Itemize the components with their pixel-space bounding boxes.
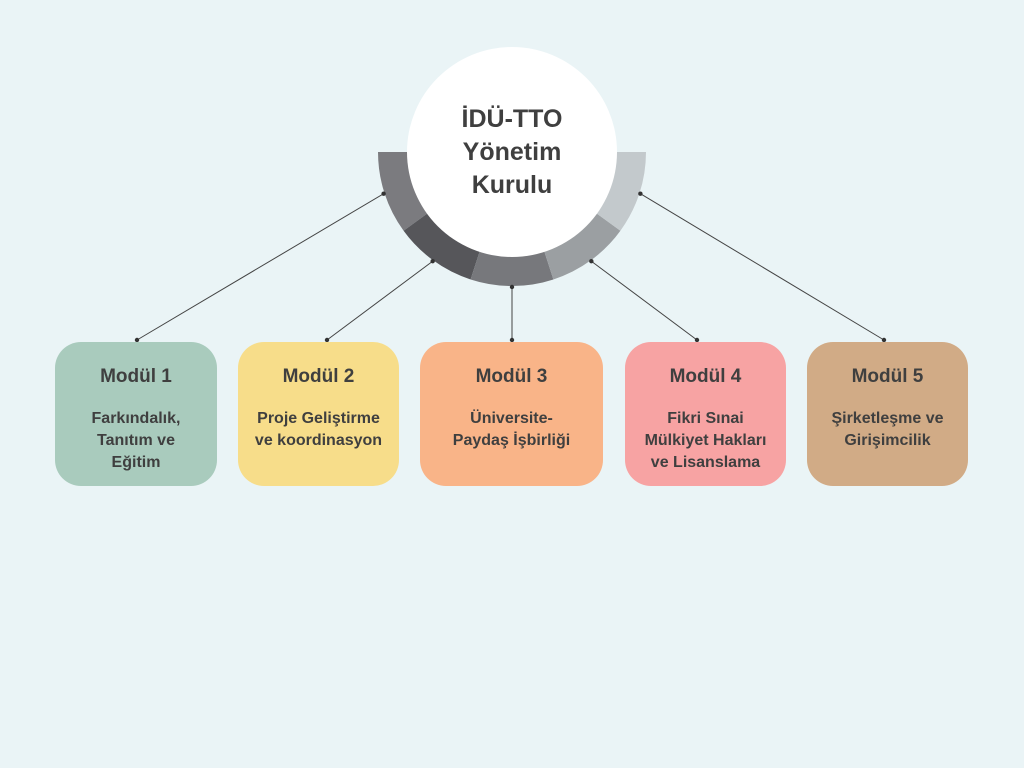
ring-segment-1	[378, 152, 432, 231]
connector-line-2	[326, 260, 433, 341]
ring-segment-2	[403, 210, 482, 280]
ring-segment-3	[470, 247, 554, 286]
module-title: Modül 4	[669, 366, 742, 387]
ring-segment-4	[542, 210, 621, 280]
center-title: İDÜ-TTO Yönetim Kurulu	[461, 104, 563, 199]
connector-dot	[509, 284, 515, 290]
connector-line-4	[591, 260, 698, 341]
module-title: Modül 2	[282, 366, 355, 387]
module-desc: Farkındalık, Tanıtım ve Eğitim	[91, 410, 181, 471]
connector-dot	[881, 337, 887, 343]
center-node: İDÜ-TTO Yönetim Kurulu	[407, 47, 617, 257]
module-1-box: Modül 1 Farkındalık, Tanıtım ve Eğitim	[55, 342, 217, 486]
connector-dot	[509, 337, 515, 343]
connector-dot	[638, 191, 643, 196]
module-desc: Üniversite- Paydaş İşbirliği	[452, 410, 571, 449]
module-title: Modül 1	[100, 366, 172, 387]
connector-line-5	[640, 193, 885, 341]
connector-dot	[134, 337, 140, 343]
ring-segment-5	[592, 152, 646, 231]
connector-line-1	[136, 193, 384, 341]
connector-dot	[324, 337, 330, 343]
module-desc: Fikri Sınai Mülkiyet Hakları ve Lisansla…	[644, 410, 767, 471]
connector-dot	[430, 259, 435, 264]
module-2-box: Modül 2 Proje Geliştirme ve koordinasyon	[238, 342, 399, 486]
connector-dot	[694, 337, 700, 343]
connector-dot	[381, 191, 386, 196]
module-5-box: Modül 5 Şirketleşme ve Girişimcilik	[807, 342, 968, 486]
module-desc: Proje Geliştirme ve koordinasyon	[254, 410, 383, 449]
module-title: Modül 3	[475, 366, 548, 387]
module-desc: Şirketleşme ve Girişimcilik	[831, 410, 944, 449]
module-3-box: Modül 3 Üniversite- Paydaş İşbirliği	[420, 342, 603, 486]
module-4-box: Modül 4 Fikri Sınai Mülkiyet Hakları ve L…	[625, 342, 786, 486]
connector-dot	[589, 259, 594, 264]
module-title: Modül 5	[851, 366, 924, 387]
